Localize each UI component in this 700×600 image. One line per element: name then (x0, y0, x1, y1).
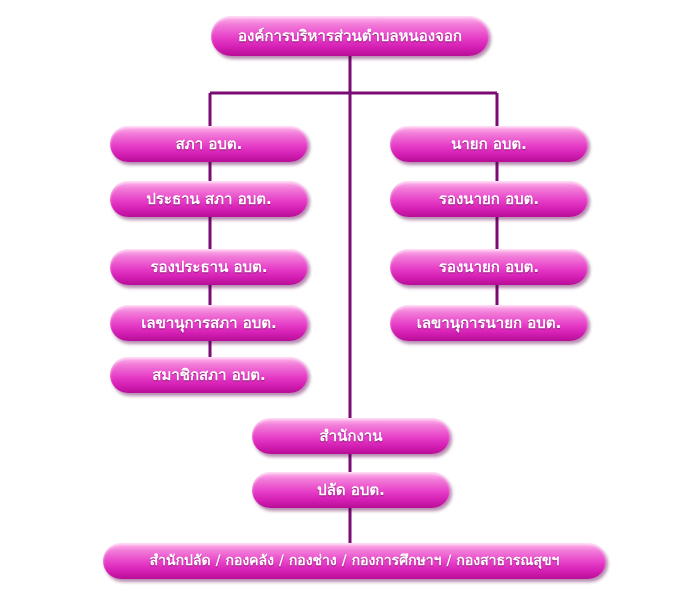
right-node-deputy-mayor-1: รองนายก อบต. (390, 181, 588, 217)
left-node-vice-president: รองประธาน อบต. (110, 249, 308, 285)
center-node-chief-administrator: ปลัด อบต. (252, 472, 450, 508)
right-node-mayor-secretary: เลขานุการนายก อบต. (390, 305, 588, 341)
left-node-council-secretary: เลขานุการสภา อบต. (110, 305, 308, 341)
left-node-council-members: สมาชิกสภา อบต. (110, 357, 308, 393)
right-node-deputy-mayor-2: รองนายก อบต. (390, 249, 588, 285)
bottom-node-divisions: สำนักปลัด / กองคลัง / กองช่าง / กองการศึ… (103, 543, 606, 579)
left-node-council: สภา อบต. (110, 126, 308, 162)
center-node-office: สำนักงาน (252, 418, 450, 454)
right-node-mayor: นายก อบต. (390, 126, 588, 162)
left-node-council-president: ประธาน สภา อบต. (110, 181, 308, 217)
org-top-node: องค์การบริหารส่วนตำบลหนองจอก (211, 16, 489, 56)
